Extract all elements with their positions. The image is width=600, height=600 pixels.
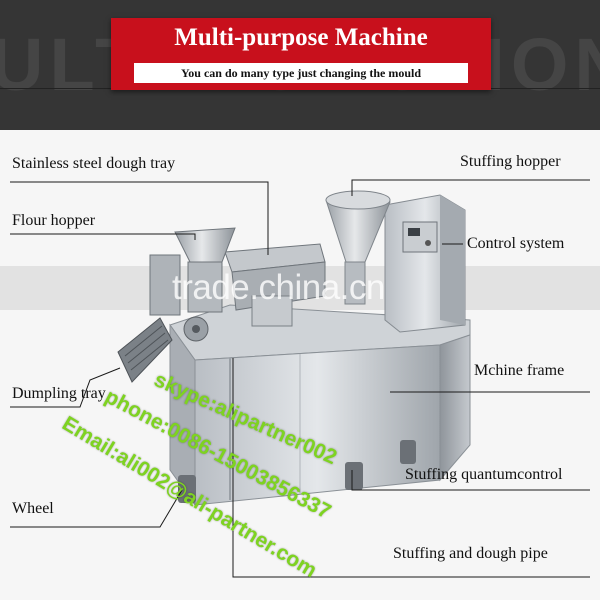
label-stainless-steel-dough-tray: Stainless steel dough tray [12, 155, 176, 172]
label-wheel: Wheel [12, 500, 54, 517]
title-box: Multi-purpose Machine You can do many ty… [111, 18, 491, 90]
label-stuffing-hopper: Stuffing hopper [460, 153, 561, 170]
label-machine-frame: Mchine frame [474, 362, 565, 379]
machine-photo [0, 179, 600, 578]
header-banner: ULTI-FUNCTION Multi-purpose Machine You … [0, 0, 600, 130]
banner-title: Multi-purpose Machine [174, 24, 428, 51]
label-dumpling-tray: Dumpling tray [12, 385, 106, 402]
label-stuffing-and-dough-pipe: Stuffing and dough pipe [393, 545, 548, 562]
label-stuffing-quantum-control: Stuffing quantumcontrol [405, 466, 563, 483]
label-control-system: Control system [467, 235, 565, 252]
label-flour-hopper: Flour hopper [12, 212, 96, 229]
banner-subtitle: You can do many type just changing the m… [134, 63, 468, 83]
watermark-text: trade.china.cn [172, 268, 385, 307]
